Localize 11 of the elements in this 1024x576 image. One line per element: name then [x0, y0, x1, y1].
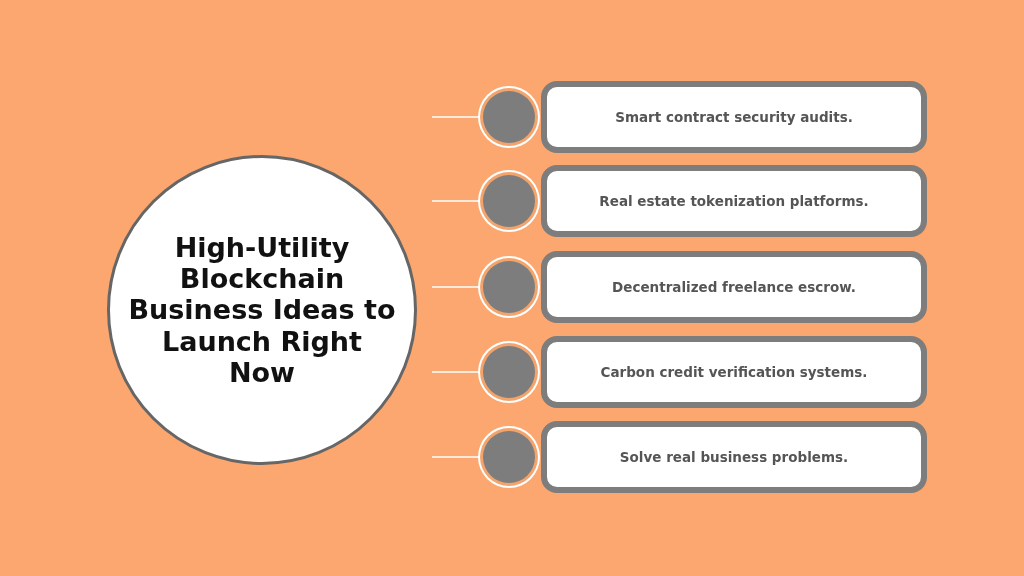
idea-box [541, 336, 927, 408]
idea-text: Solve real business problems. [618, 449, 850, 465]
idea-text: Carbon credit verification systems. [599, 364, 869, 380]
title-text: High-Utility Blockchain Business Ideas to Launch Right Now [127, 232, 397, 388]
idea-box [541, 251, 927, 323]
idea-box [541, 81, 927, 153]
idea-box [541, 165, 927, 237]
idea-text: Decentralized freelance escrow. [611, 279, 857, 295]
idea-box [541, 421, 927, 493]
idea-text: Smart contract security audits. [614, 109, 854, 125]
idea-text: Real estate tokenization platforms. [598, 193, 870, 209]
